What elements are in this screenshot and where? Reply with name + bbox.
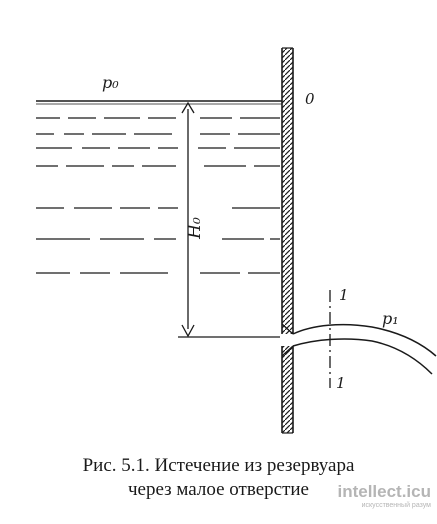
reservoir-wall-upper [281,47,294,335]
watermark-logo: intellect.icu искусственный разум [337,483,431,510]
liquid-dashes [36,117,280,274]
watermark-text: intellect.icu [337,482,431,501]
level-zero-label: 0 [305,90,315,108]
caption-line-2: через малое отверстие [128,479,309,500]
reservoir-outflow-diagram: p₀ 0 H₀ 1 1 p₁ [36,47,437,434]
section-top-label: 1 [339,286,349,304]
section-bottom-label: 1 [336,374,346,392]
pressure-jet-label: p₁ [382,309,399,328]
figure-caption: Рис. 5.1. Истечение из резервуара через … [0,454,437,502]
caption-line-1: Рис. 5.1. Истечение из резервуара [82,455,355,476]
outflow-jet [292,323,437,375]
free-surface [36,100,282,105]
head-dimension [181,101,195,338]
head-label: H₀ [185,217,205,240]
watermark-subtext: искусственный разум [361,502,431,509]
reservoir-wall-lower [281,345,294,434]
pressure-top-label: p₀ [102,73,119,92]
